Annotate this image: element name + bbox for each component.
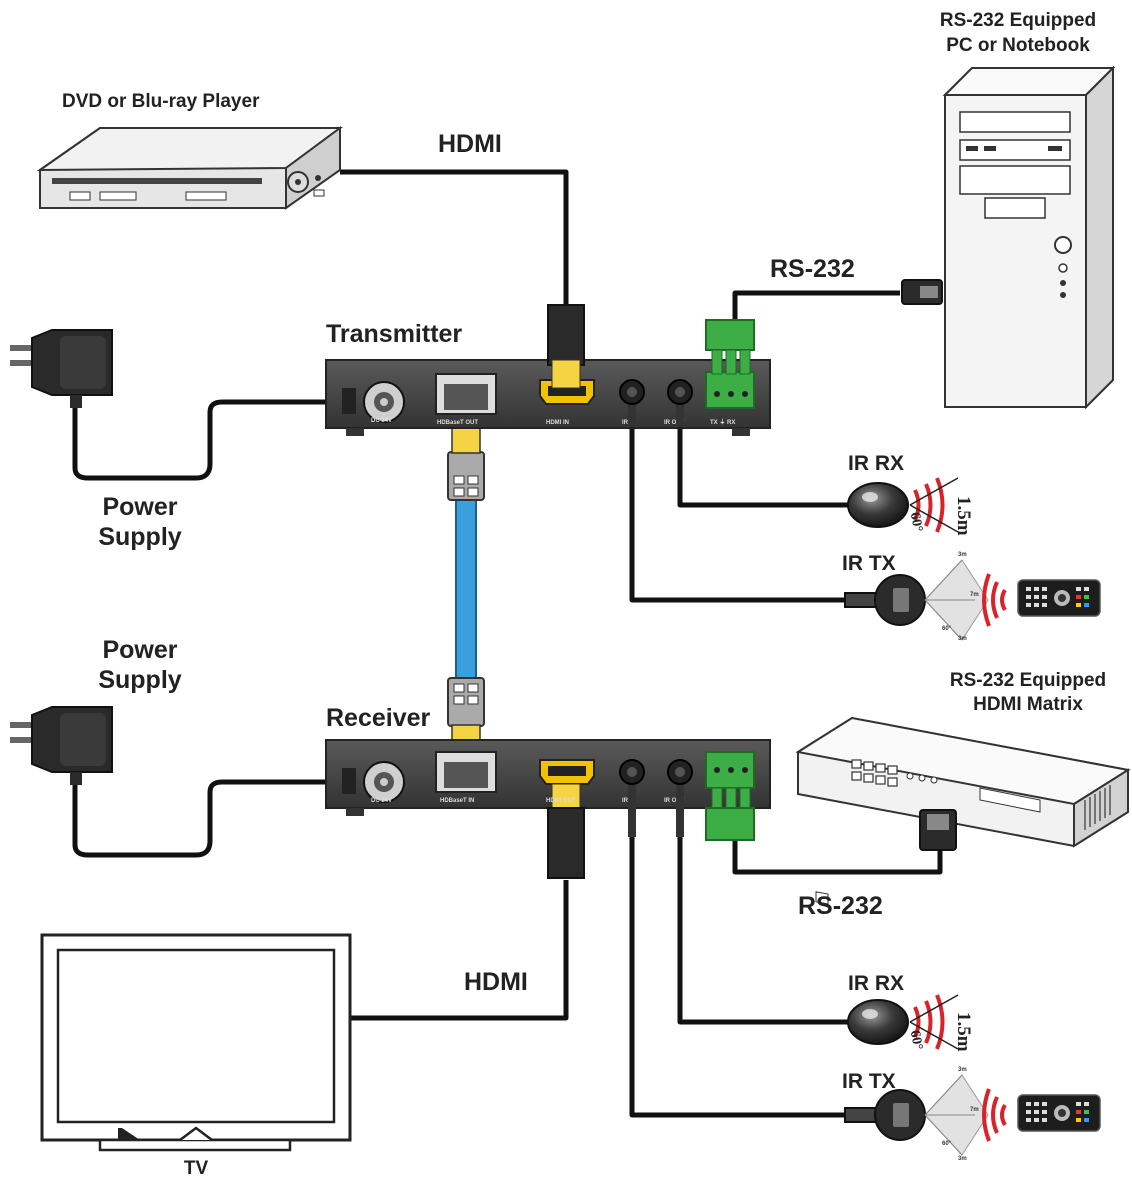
tv-label: TV <box>184 1158 209 1179</box>
transmitter-label: Transmitter <box>326 320 462 348</box>
power-adapter-top <box>10 329 113 408</box>
pc-label-line1: RS-232 Equipped <box>940 10 1096 31</box>
remote-control-icon-top <box>1017 579 1101 617</box>
tx-port-rs232-label: TX ⏚ RX <box>710 419 735 426</box>
ir-tx-bottom-spread-label-3: 3m <box>958 1156 967 1162</box>
rs232-top-label: RS-232 <box>770 255 855 283</box>
hdmi-bottom-label: HDMI <box>464 968 528 996</box>
rs232-bottom-label: RS-232 <box>798 892 883 920</box>
tx-port-hdbaset-label: HDBaseT OUT <box>437 420 478 426</box>
ir-rx-top-distance-label: 1.5m <box>953 496 974 536</box>
ir-tx-bottom-spread-label-2: 7m <box>970 1107 979 1113</box>
power-adapter-bottom <box>10 706 113 785</box>
matrix-label-line1: RS-232 Equipped <box>950 670 1106 691</box>
hdmi-matrix-device <box>795 716 1131 905</box>
rx-port-hdbaset-label: HDBaseT IN <box>440 798 474 804</box>
power-cable-bottom <box>72 775 330 858</box>
power-cable-top <box>72 395 330 481</box>
hdbaset-ethernet-cable <box>447 424 485 751</box>
ir-rx-top-label: IR RX <box>848 452 904 475</box>
rs232-cable-top <box>732 290 900 330</box>
ir-receiver-bottom: 1.5m 60° <box>847 994 974 1052</box>
rx-port-dc-label: DC 24V <box>371 798 392 804</box>
ir-receiver-top: 1.5m 60° <box>847 477 974 536</box>
rx-port-ir-out-label: IR OUT <box>664 798 685 804</box>
hdmi-top-label: HDMI <box>438 130 502 158</box>
cables <box>72 169 943 1118</box>
ir-tx-bottom-label: IR TX <box>842 1070 896 1093</box>
ir-rx-cable-bottom <box>677 835 850 1025</box>
receiver-unit: DC 24V HDBaseT IN HDMI OUT IR IN IR OUT <box>325 739 771 879</box>
power-supply-top-label-1: Power <box>102 493 177 521</box>
hdmi-cable-top <box>340 169 569 315</box>
ir-tx-top-label: IR TX <box>842 552 896 575</box>
ir-tx-top-spread-label-1: 3m <box>958 552 967 558</box>
tv-device <box>40 933 352 1152</box>
ir-tx-top-spread-label-3: 3m <box>958 636 967 642</box>
ir-tx-cable-bottom <box>629 835 845 1118</box>
ir-tx-bottom-spread-label-1: 3m <box>958 1067 967 1073</box>
tx-port-ir-out-label: IR OUT <box>664 420 685 426</box>
ir-rx-bottom-angle-label: 60° <box>907 1029 925 1051</box>
power-supply-bottom-label-1: Power <box>102 636 177 664</box>
pc-tower-device <box>901 65 1116 410</box>
ir-rx-cable-top <box>677 418 850 508</box>
pc-label-line2: PC or Notebook <box>946 35 1090 56</box>
rx-port-hdmi-label: HDMI OUT <box>546 798 576 804</box>
labels: DVD or Blu-ray Player RS-232 Equipped PC… <box>62 10 1106 1179</box>
dvd-player-label: DVD or Blu-ray Player <box>62 91 260 112</box>
dvd-player-device <box>36 126 350 210</box>
power-supply-bottom-label-2: Supply <box>98 666 181 694</box>
ir-tx-top-spread-label-4: 60° <box>942 626 952 632</box>
ir-tx-cable-top <box>629 418 845 603</box>
ir-rx-bottom-distance-label: 1.5m <box>953 1012 974 1052</box>
matrix-label-line2: HDMI Matrix <box>973 694 1083 715</box>
rs232-cable-bottom <box>732 838 943 875</box>
hdmi-cable-bottom <box>350 880 569 1021</box>
remote-control-icon-bottom <box>1017 1094 1101 1132</box>
tx-port-dc-label: DC 24V <box>371 418 392 424</box>
ir-rx-bottom-label: IR RX <box>848 972 904 995</box>
power-supply-top-label-2: Supply <box>98 523 181 551</box>
tx-port-hdmi-label: HDMI IN <box>546 420 569 426</box>
ir-transmitter-bottom: 3m 7m 3m 60° <box>844 1067 1101 1162</box>
receiver-label: Receiver <box>326 704 431 732</box>
ir-transmitter-top: 3m 7m 3m 60° <box>844 552 1101 642</box>
ir-tx-top-spread-label-2: 7m <box>970 592 979 598</box>
transmitter-unit: DC 24V HDBaseT OUT HDMI IN IR IN IR OUT … <box>325 304 771 436</box>
ir-tx-bottom-spread-label-4: 60° <box>942 1141 952 1147</box>
ir-rx-top-angle-label: 60° <box>907 511 925 533</box>
